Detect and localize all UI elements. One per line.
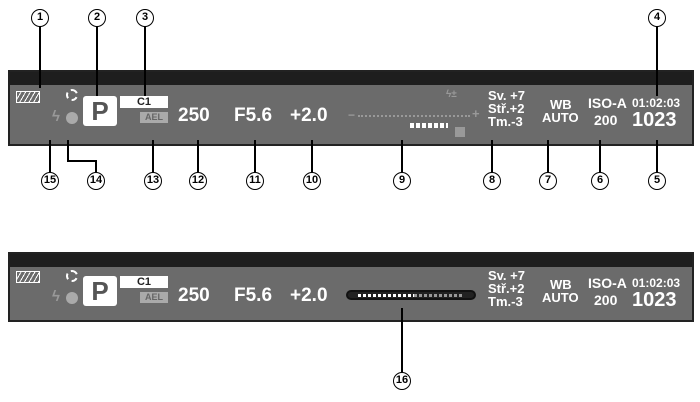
- midtone-value: Tm.-3: [488, 114, 523, 129]
- ae-lock-badge: AEL: [140, 112, 168, 123]
- level-plus: +: [472, 106, 480, 121]
- highlight-value: Stř.+2: [488, 281, 525, 296]
- highlight-value: Stř.+2: [488, 101, 525, 116]
- callout-6: 6: [591, 172, 609, 190]
- custom-mode: C1: [120, 276, 168, 288]
- exposure-comp-icon: [455, 127, 465, 137]
- callout-14: 14: [87, 172, 105, 190]
- iso-value: 200: [594, 292, 618, 308]
- exposure-compensation: +2.0: [290, 285, 328, 306]
- panel-top-band: [10, 254, 692, 267]
- aperture-value: F5.6: [234, 285, 273, 306]
- level-minus: −: [348, 108, 356, 122]
- wb-value: AUTO: [542, 290, 579, 305]
- callout-10: 10: [303, 172, 321, 190]
- callout-4: 4: [648, 9, 666, 27]
- display-panel-2: ϟ P C1 AEL 250 F5.6 +2.0 Sv. +7 Stř.+2 T…: [8, 252, 694, 322]
- wb-label: WB: [550, 97, 572, 112]
- callout-5: 5: [648, 172, 666, 190]
- callout-2: 2: [88, 9, 106, 27]
- shutter-speed: 250: [178, 105, 210, 126]
- callout-9: 9: [393, 172, 411, 190]
- flash-icon: ϟ: [52, 288, 60, 305]
- shooting-mode: P: [83, 276, 117, 306]
- af-icon: [66, 89, 78, 101]
- flash-icon: ϟ: [52, 108, 60, 125]
- shooting-mode: P: [83, 96, 117, 126]
- af-confirm-dot-icon: [66, 292, 78, 304]
- exposure-level-indicator: [346, 290, 476, 300]
- iso-label: ISO-A: [588, 275, 627, 291]
- shutter-speed: 250: [178, 285, 210, 306]
- exposure-level-bar: [410, 123, 448, 128]
- wb-value: AUTO: [542, 110, 579, 125]
- ae-lock-badge: AEL: [140, 292, 168, 303]
- storable-shots: 1023: [632, 289, 677, 311]
- aperture-value: F5.6: [234, 105, 273, 126]
- wb-label: WB: [550, 277, 572, 292]
- recording-time: 01:02:03: [632, 96, 681, 110]
- iso-label: ISO-A: [588, 95, 627, 111]
- battery-icon: [16, 91, 40, 103]
- panel-top-band: [10, 72, 692, 85]
- af-confirm-dot-icon: [66, 112, 78, 124]
- callout-8: 8: [483, 172, 501, 190]
- exposure-compensation: +2.0: [290, 105, 328, 126]
- callout-13: 13: [144, 172, 162, 190]
- battery-icon: [16, 271, 40, 283]
- shadow-value: Sv. +7: [488, 88, 525, 103]
- callout-15: 15: [41, 172, 59, 190]
- af-icon: [66, 270, 78, 282]
- callout-11: 11: [246, 172, 264, 190]
- exposure-level-scale: [358, 115, 470, 119]
- callout-7: 7: [539, 172, 557, 190]
- recording-time: 01:02:03: [632, 276, 681, 290]
- flash-exposure-comp-icon: ϟ±: [446, 89, 457, 100]
- callout-16: 16: [393, 372, 411, 390]
- callout-1: 1: [31, 9, 49, 27]
- display-panel-1: ϟ P C1 AEL 250 F5.6 +2.0 − + ϟ± Sv. +7 S…: [8, 70, 694, 146]
- storable-shots: 1023: [632, 109, 677, 131]
- midtone-value: Tm.-3: [488, 294, 523, 309]
- iso-value: 200: [594, 112, 618, 128]
- shadow-value: Sv. +7: [488, 268, 525, 283]
- callout-3: 3: [136, 9, 154, 27]
- callout-12: 12: [189, 172, 207, 190]
- custom-mode: C1: [120, 96, 168, 108]
